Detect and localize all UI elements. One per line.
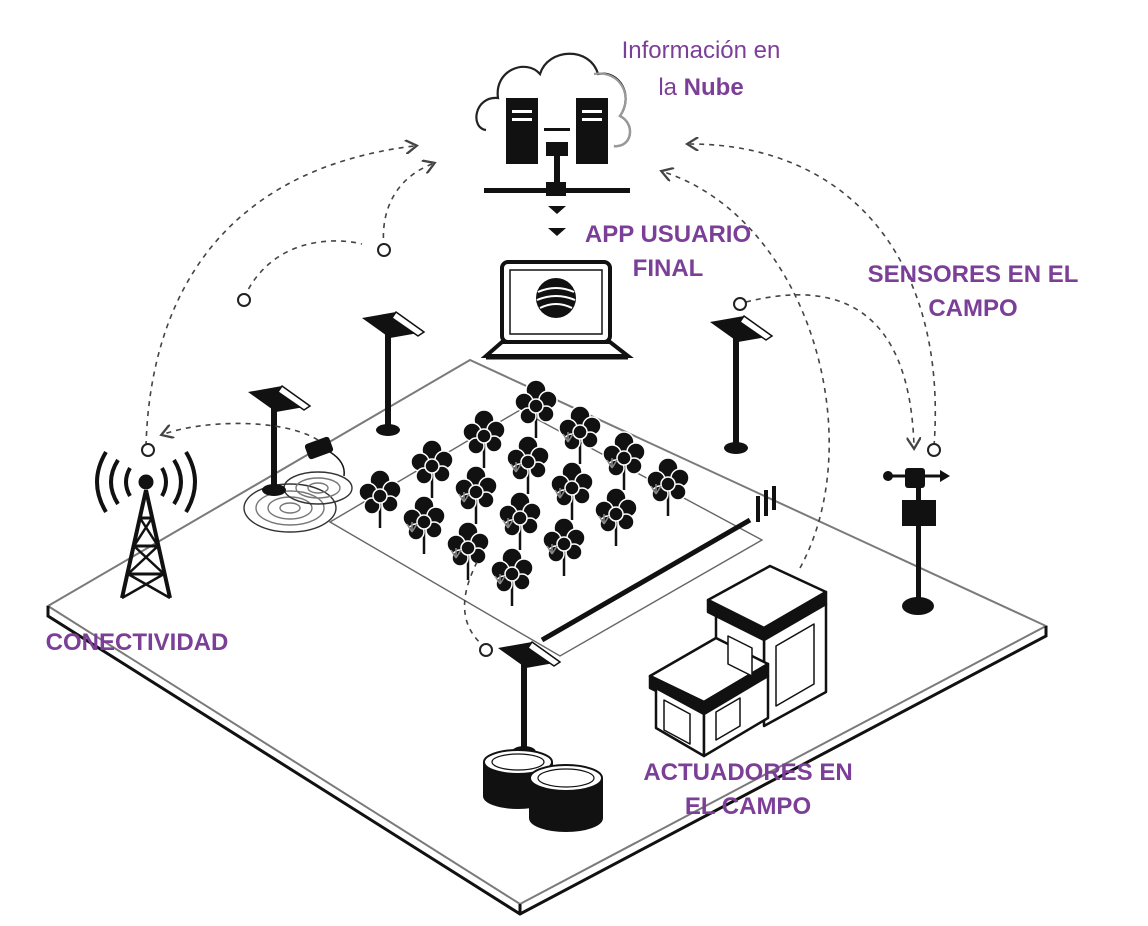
- cloud-label-line2: la Nube: [586, 69, 816, 106]
- sensor-pole-icon: [248, 384, 312, 496]
- actuators-label-line2: EL CAMPO: [684, 793, 812, 820]
- cloud-label-prefix: la: [658, 74, 684, 101]
- crop-plant-icon: [498, 491, 542, 550]
- cloud-label-bold: Nube: [683, 74, 744, 101]
- crop-sprout-icon: [598, 514, 610, 525]
- crop-plants: [358, 379, 690, 606]
- field-sensors-label: SENSORES EN EL CAMPO: [850, 258, 1096, 326]
- crop-sprout-icon: [406, 522, 418, 533]
- connectivity-label-text: CONECTIVIDAD: [45, 629, 229, 656]
- crop-sprout-icon: [562, 432, 574, 443]
- crop-plant-icon: [358, 469, 402, 528]
- cloud-label-line1: Información en: [621, 37, 781, 64]
- data-flow-connectors: [145, 144, 936, 649]
- cloud-info-label: Información en la Nube: [586, 32, 816, 106]
- antenna-tower-icon: [95, 450, 197, 600]
- building-icon: [648, 564, 828, 758]
- crop-plant-icon: [410, 439, 454, 498]
- crop-plant-icon: [514, 379, 558, 438]
- actuators-label-line1: ACTUADORES EN: [643, 759, 853, 786]
- crop-sprouts: [406, 432, 662, 585]
- crop-sprout-icon: [494, 574, 506, 585]
- sensor-pole-icon: [710, 314, 774, 454]
- sensors-label-line1: SENSORES EN EL: [867, 261, 1079, 288]
- crop-plant-icon: [462, 409, 506, 468]
- field-actuators-label: ACTUADORES EN EL CAMPO: [624, 756, 872, 824]
- cloud-server-icon: [475, 52, 631, 236]
- app-user-label: APP USUARIO FINAL: [566, 218, 770, 286]
- crop-plant-icon: [454, 465, 498, 524]
- water-tank-icon: [483, 749, 603, 832]
- crop-plant-icon: [646, 457, 690, 516]
- irrigation-pipe: [540, 486, 776, 643]
- crop-plant-icon: [542, 517, 586, 576]
- sensor-poles: [248, 310, 774, 758]
- crop-plant-icon: [594, 487, 638, 546]
- crop-plant-icon: [490, 547, 534, 606]
- crop-plant-icon: [558, 405, 602, 464]
- crop-field: [328, 379, 764, 657]
- crop-sprout-icon: [458, 492, 470, 503]
- connectivity-label: CONECTIVIDAD: [22, 626, 252, 660]
- laptop-icon: [480, 260, 634, 360]
- weather-station-icon: [883, 468, 950, 615]
- crop-sprout-icon: [450, 548, 462, 559]
- crop-sprout-icon: [502, 518, 514, 529]
- app-label-line1: APP USUARIO: [584, 221, 752, 248]
- app-label-line2: FINAL: [632, 255, 704, 282]
- connector-endpoints: [141, 243, 941, 657]
- sensors-label-line2: CAMPO: [928, 295, 1018, 322]
- crop-sprout-icon: [510, 462, 522, 473]
- crop-sprout-icon: [554, 488, 566, 499]
- crop-sprout-icon: [606, 458, 618, 469]
- crop-sprout-icon: [546, 544, 558, 555]
- crop-sprout-icon: [650, 484, 662, 495]
- valve-icon: [304, 436, 345, 477]
- crop-plant-icon: [446, 521, 490, 580]
- sensor-pole-icon: [362, 310, 426, 436]
